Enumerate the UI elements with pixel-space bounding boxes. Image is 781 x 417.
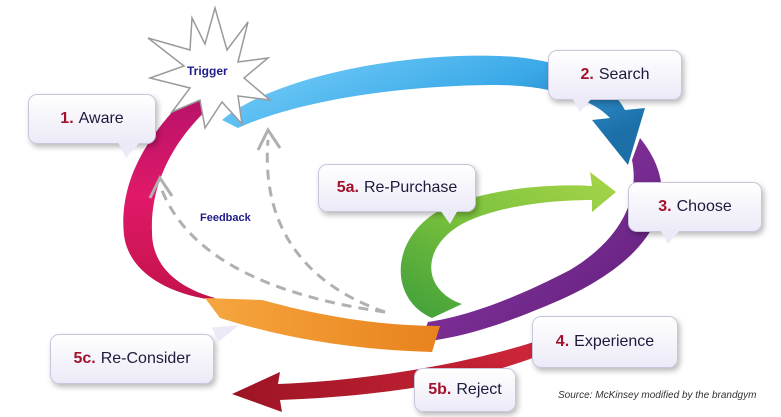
search-callout-tail bbox=[572, 98, 592, 112]
choose-label: Choose bbox=[676, 198, 732, 215]
experience-number: 4. bbox=[555, 333, 570, 350]
reject-callout: 5b. Reject bbox=[414, 368, 516, 412]
reconsider-number: 5c. bbox=[73, 350, 96, 367]
reject-arrow bbox=[232, 340, 548, 412]
repurchase-number: 5a. bbox=[336, 179, 359, 196]
feedback-label: Feedback bbox=[200, 212, 251, 224]
repurchase-callout-tail bbox=[440, 210, 458, 224]
trigger-starburst-icon bbox=[147, 5, 273, 130]
reject-number: 5b. bbox=[428, 381, 452, 398]
reconsider-callout: 5c. Re-Consider bbox=[50, 334, 214, 384]
reconsider-arc bbox=[205, 298, 440, 352]
aware-callout: 1. Aware bbox=[28, 94, 156, 144]
search-arc bbox=[222, 55, 645, 165]
search-number: 2. bbox=[580, 66, 594, 83]
choose-arc bbox=[420, 138, 662, 342]
aware-callout-tail bbox=[118, 142, 140, 158]
trigger-label: Trigger bbox=[187, 64, 228, 78]
aware-label: Aware bbox=[78, 110, 124, 127]
repurchase-callout: 5a. Re-Purchase bbox=[318, 164, 476, 212]
choose-callout-tail bbox=[660, 230, 680, 244]
experience-label: Experience bbox=[574, 333, 655, 350]
search-callout: 2. Search bbox=[548, 50, 682, 100]
repurchase-label: Re-Purchase bbox=[363, 179, 458, 196]
feedback-arrowhead-inner bbox=[256, 127, 282, 151]
choose-number: 3. bbox=[658, 198, 672, 215]
reconsider-label: Re-Consider bbox=[100, 350, 191, 367]
aware-number: 1. bbox=[60, 110, 74, 127]
choose-callout: 3. Choose bbox=[628, 182, 762, 232]
feedback-arrow-outer bbox=[158, 184, 386, 314]
reject-label: Reject bbox=[456, 381, 502, 398]
experience-callout: 4. Experience bbox=[532, 316, 678, 368]
feedback-arrowhead-outer bbox=[148, 175, 174, 199]
aware-arc bbox=[123, 87, 218, 305]
feedback-arrow-inner bbox=[265, 139, 386, 314]
search-label: Search bbox=[598, 66, 650, 83]
source-note: Source: McKinsey modified by the brandgy… bbox=[558, 390, 757, 401]
